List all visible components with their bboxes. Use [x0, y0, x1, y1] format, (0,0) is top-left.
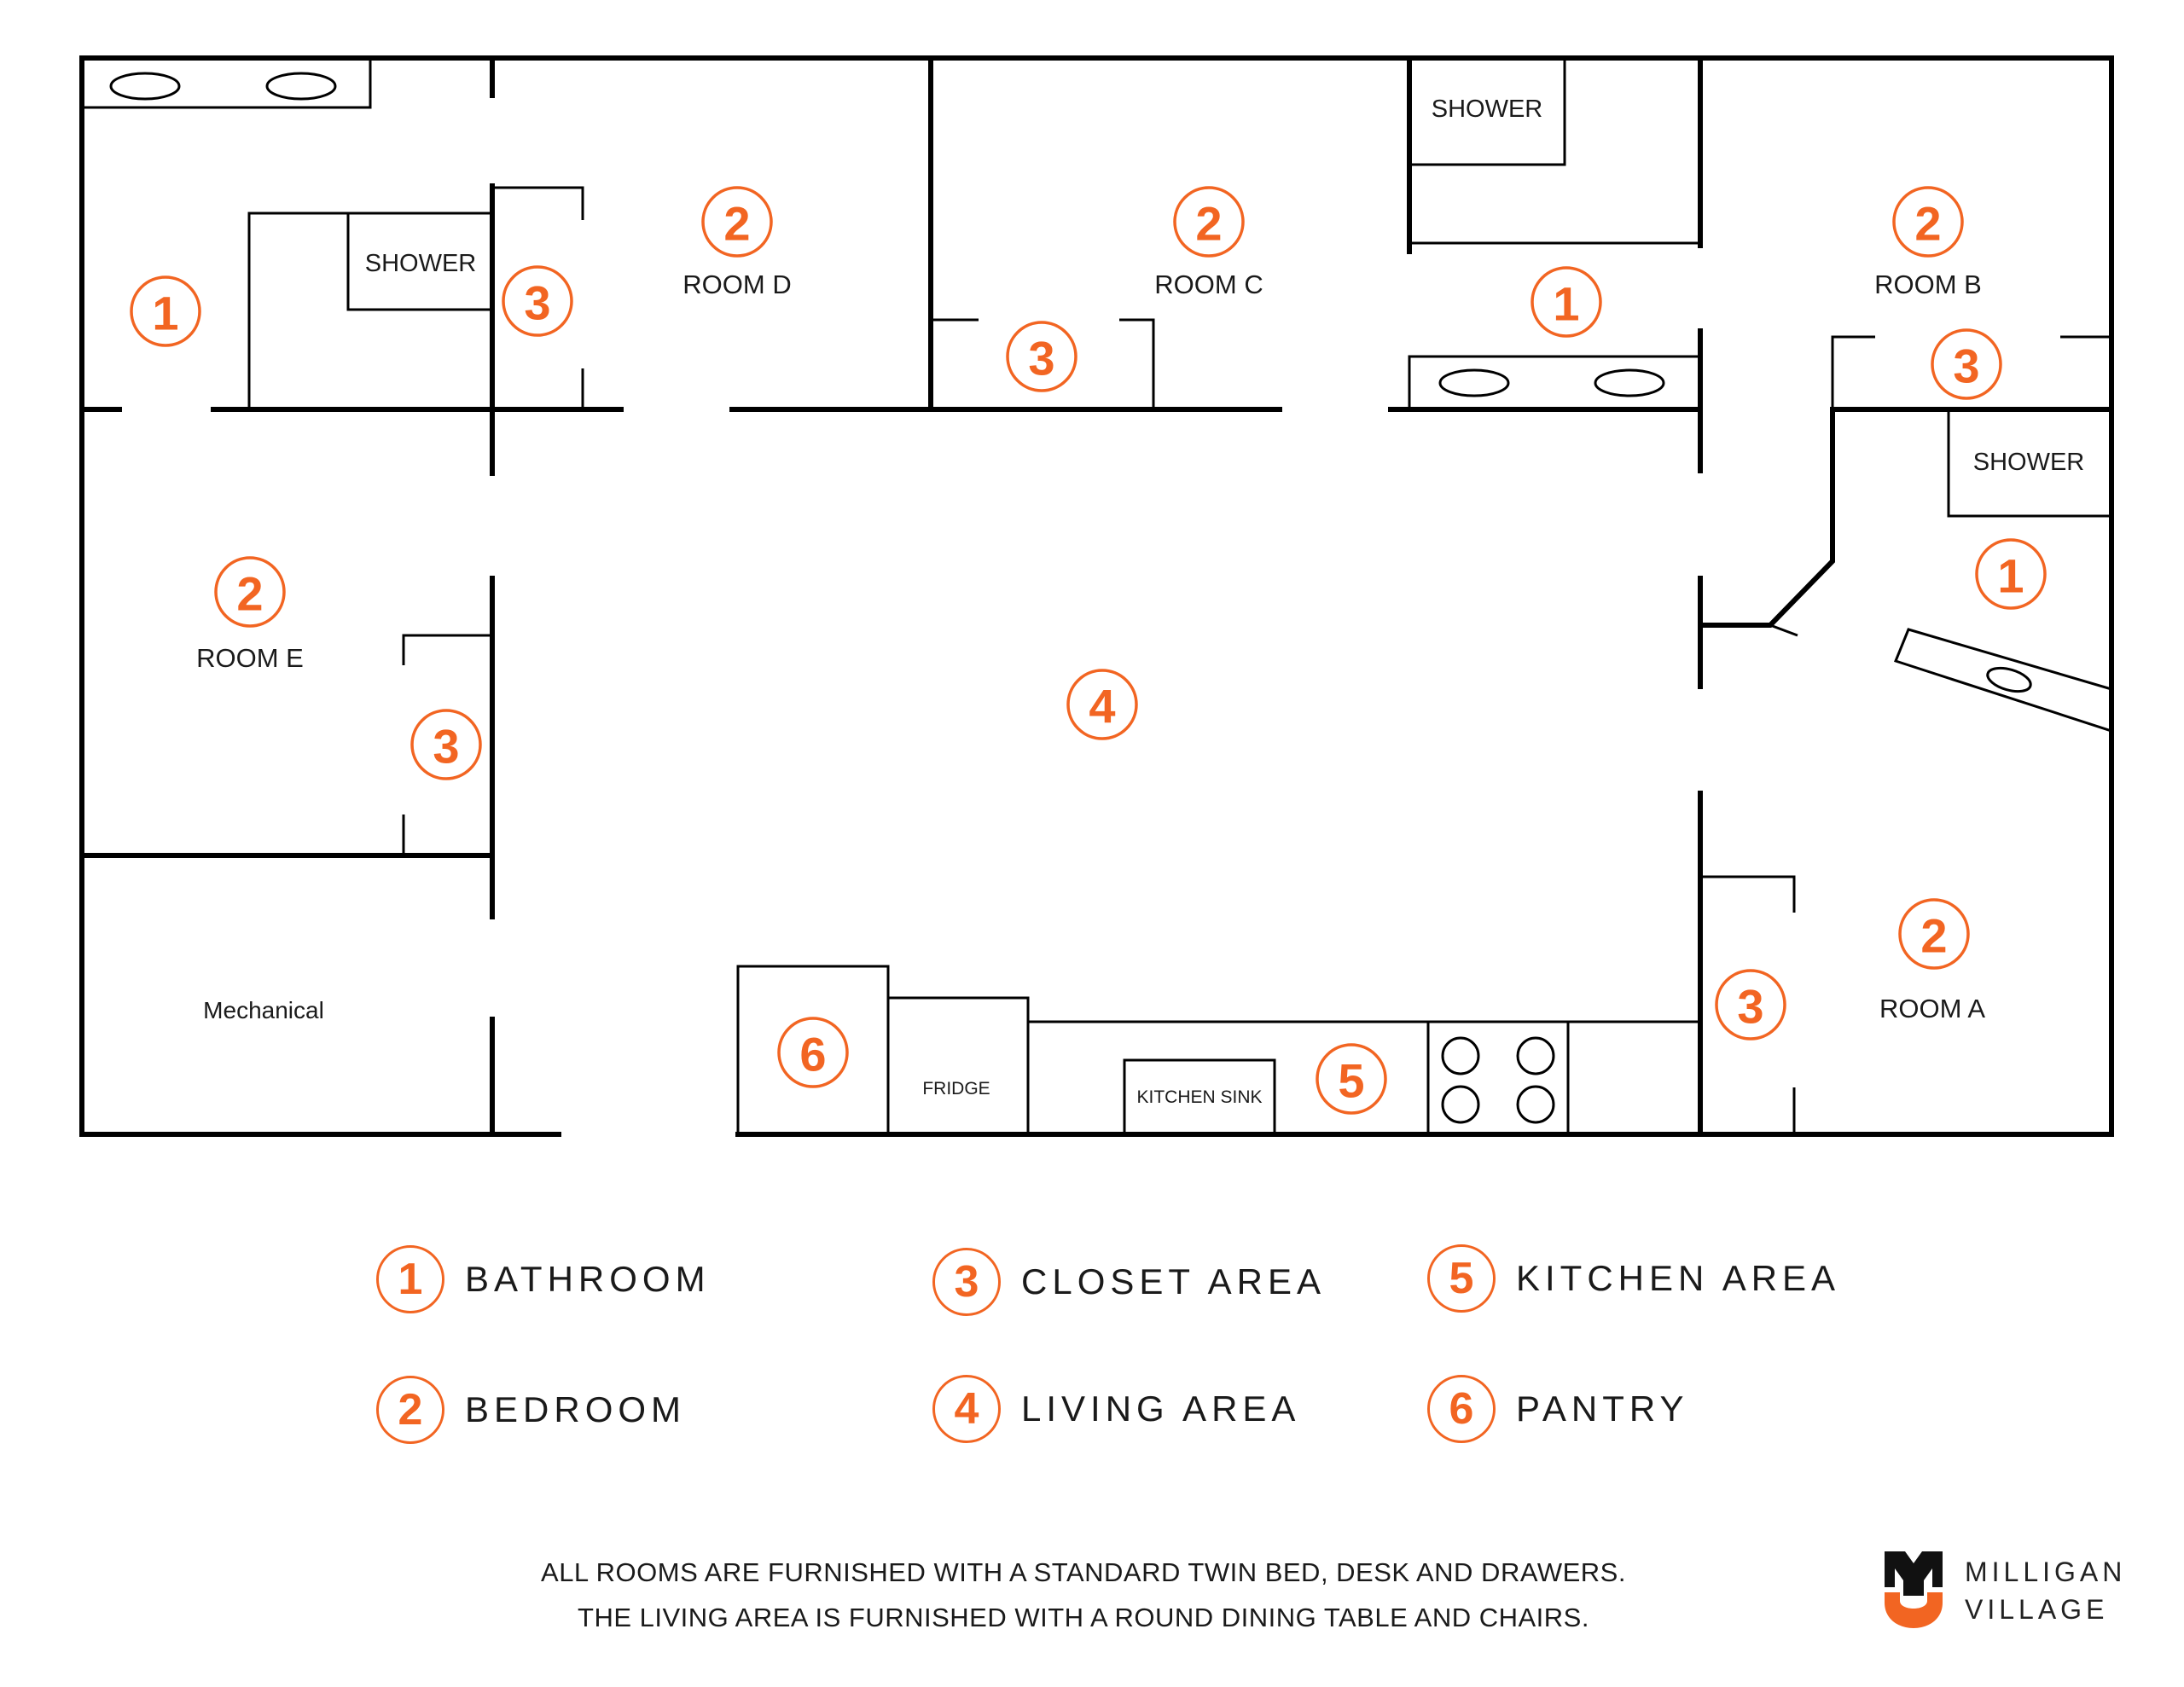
furnishing-note: ALL ROOMS ARE FURNISHED WITH A STANDARD …: [541, 1557, 1626, 1587]
sink-icon: [265, 72, 337, 101]
sink-icon: [1438, 368, 1510, 397]
marker-living: 4: [1066, 669, 1138, 740]
svg-text:2: 2: [723, 197, 750, 251]
marker-closet: 3: [1931, 328, 2002, 400]
legend-item-living-area: 4 LIVING AREA: [932, 1375, 1300, 1443]
marker-closet: 3: [410, 709, 482, 780]
svg-text:5: 5: [1338, 1054, 1364, 1108]
room-a-label: ROOM A: [1879, 994, 1985, 1023]
kitchen-sink-box: [1123, 1058, 1276, 1136]
legend-label: PANTRY: [1516, 1388, 1689, 1429]
legend-item-closet-area: 3 CLOSET AREA: [932, 1248, 1326, 1316]
marker-bathroom: 1: [130, 275, 201, 347]
shower-label: SHOWER: [1432, 96, 1543, 123]
fridge-label: FRIDGE: [922, 1079, 990, 1099]
marker-kitchen: 5: [1316, 1043, 1387, 1115]
stove: [1426, 1020, 1570, 1136]
burner-icon: [1516, 1036, 1555, 1075]
milligan-logo-icon: [1885, 1551, 1943, 1628]
svg-text:3: 3: [524, 276, 550, 330]
sink-icon: [109, 72, 181, 101]
vanity: [1894, 628, 2113, 733]
brand-name-line2: VILLAGE: [1965, 1594, 2109, 1625]
fixtures: [80, 56, 2113, 1136]
kitchen-sink-label: KITCHEN SINK: [1136, 1087, 1262, 1107]
svg-text:3: 3: [1953, 339, 1979, 393]
fridge-box: [886, 996, 1030, 1136]
furnishing-note: THE LIVING AREA IS FURNISHED WITH A ROUN…: [578, 1603, 1589, 1632]
legend-label: BEDROOM: [465, 1389, 687, 1429]
shower-label: SHOWER: [365, 250, 477, 277]
legend-badge: 4: [932, 1375, 1001, 1443]
marker-pantry: 6: [777, 1017, 849, 1088]
svg-text:3: 3: [433, 720, 459, 774]
marker-closet: 3: [1006, 321, 1077, 392]
legend-badge: 1: [376, 1245, 444, 1313]
legend-item-bedroom: 2 BEDROOM: [376, 1376, 686, 1444]
outer-walls: [79, 55, 2114, 1137]
burner-icon: [1516, 1085, 1555, 1124]
legend-badge: 2: [376, 1376, 444, 1444]
legend-label: KITCHEN AREA: [1516, 1258, 1841, 1298]
legend-badge: 6: [1427, 1375, 1496, 1443]
legend-item-pantry: 6 PANTRY: [1427, 1375, 1688, 1443]
shower-stall: [1947, 408, 2113, 518]
shower-stall: [1408, 56, 1566, 166]
legend-badge: 3: [932, 1248, 1001, 1316]
legend-badge: 5: [1427, 1244, 1496, 1313]
legend-label: BATHROOM: [465, 1259, 711, 1299]
labels: SHOWER SHOWER SHOWER ROOM D ROOM C ROOM …: [196, 96, 2084, 1107]
svg-text:1: 1: [152, 287, 178, 340]
mechanical-label: Mechanical: [203, 997, 324, 1023]
svg-text:2: 2: [236, 567, 263, 621]
marker-bathroom: 1: [1975, 538, 2047, 610]
shower-stall: [346, 212, 494, 311]
burner-icon: [1441, 1036, 1480, 1075]
marker-closet: 3: [502, 265, 573, 337]
legend-label: LIVING AREA: [1021, 1388, 1301, 1429]
svg-text:3: 3: [1737, 980, 1763, 1034]
svg-text:4: 4: [1089, 680, 1115, 733]
burner-icon: [1441, 1085, 1480, 1124]
marker-bedroom: 2: [1898, 898, 1970, 970]
marker-bedroom: 2: [1892, 186, 1964, 258]
svg-text:2: 2: [1914, 197, 1941, 251]
sink-icon: [1986, 666, 2032, 693]
svg-text:6: 6: [799, 1028, 826, 1081]
interior-walls: [79, 55, 2114, 1137]
svg-text:2: 2: [1195, 197, 1222, 251]
svg-text:2: 2: [1920, 909, 1947, 963]
legend-label: CLOSET AREA: [1021, 1261, 1327, 1301]
marker-bedroom: 2: [701, 186, 773, 258]
room-e-label: ROOM E: [196, 643, 304, 673]
marker-bathroom: 1: [1531, 266, 1602, 338]
legend-item-bathroom: 1 BATHROOM: [376, 1245, 711, 1313]
sink-icon: [1594, 368, 1665, 397]
closet-walls: [247, 186, 2111, 1134]
room-b-label: ROOM B: [1874, 270, 1982, 299]
marker-bedroom: 2: [1173, 186, 1245, 258]
shower-label: SHOWER: [1973, 449, 2085, 476]
brand-logo: MILLIGAN VILLAGE: [1881, 1548, 2126, 1633]
marker-closet: 3: [1715, 969, 1786, 1041]
svg-text:1: 1: [1553, 277, 1579, 331]
legend-item-kitchen-area: 5 KITCHEN AREA: [1427, 1244, 1840, 1313]
svg-text:3: 3: [1028, 332, 1054, 386]
brand-name-line1: MILLIGAN: [1965, 1557, 2127, 1587]
marker-bedroom: 2: [214, 556, 286, 628]
markers: 1 1 1 2 2 2 2 2 3 3 3 3 3 4 5 6: [130, 186, 2047, 1115]
room-c-label: ROOM C: [1154, 270, 1263, 299]
room-d-label: ROOM D: [682, 270, 791, 299]
svg-text:1: 1: [1997, 549, 2024, 603]
